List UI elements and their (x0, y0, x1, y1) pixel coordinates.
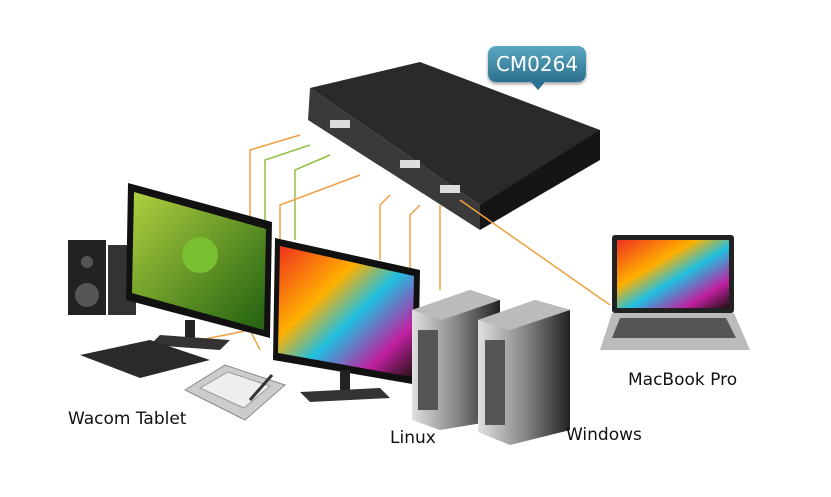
speakers (68, 240, 136, 315)
keyboard (80, 340, 210, 378)
tower-windows (478, 300, 570, 445)
label-windows: Windows (566, 425, 642, 445)
kvm-switch (308, 62, 600, 230)
monitor-color (273, 238, 420, 402)
label-macbook-pro: MacBook Pro (628, 370, 738, 390)
wacom-tablet (183, 364, 286, 421)
model-badge: CM0264 (488, 46, 586, 90)
monitor-green (126, 183, 272, 350)
label-wacom-tablet: Wacom Tablet (68, 409, 187, 429)
macbook-pro (600, 235, 750, 350)
label-linux: Linux (390, 428, 436, 448)
